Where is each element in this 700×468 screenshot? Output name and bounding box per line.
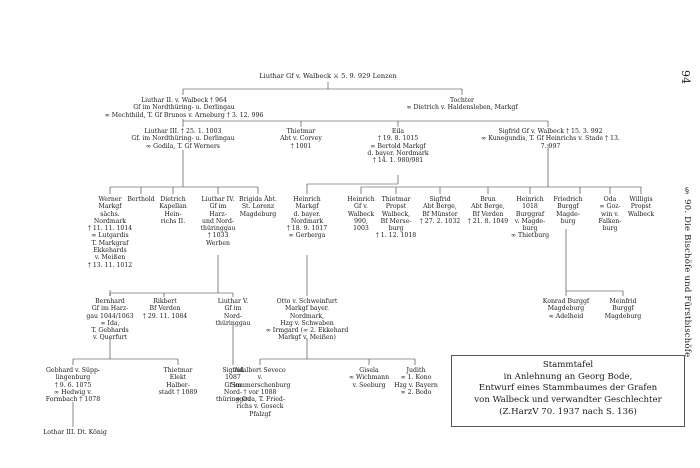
node-willigis: Willigis Propst Walbeck bbox=[627, 196, 655, 218]
node-eila: Eila † 19. 8. 1015 ∞ Bertold Markgf d. b… bbox=[367, 128, 429, 165]
node-sigfrid-abt: Sigfrid Abt Berge, Bf Münster † 27. 2. 1… bbox=[419, 196, 461, 225]
node-gisela: Gisela ∞ Wichmann v. Seeburg bbox=[348, 367, 390, 389]
caption-box: Stammtafel in Anlehnung an Georg Bode, E… bbox=[451, 355, 685, 427]
running-head: § 90. Die Bischöfe und Fürstbischöfe bbox=[682, 186, 692, 358]
node-friedrich: Friedrich Burggf Magde- burg bbox=[553, 196, 583, 225]
node-konrad: Konrad Burggf Magdeburg ∞ Adelheid bbox=[542, 298, 590, 320]
node-brun: Brun Abt Berge, Bf Verden † 21. 8. 1049 bbox=[467, 196, 509, 225]
node-liuthar-iv: Liuthar IV. Gf im Harz- und Nord- thürin… bbox=[200, 196, 236, 247]
node-meinfrid: Meinfrid Burggf Magdeburg bbox=[604, 298, 642, 320]
node-liuthar-iii: Liuthar III. † 25. 1. 1003 Gf. im Nordth… bbox=[131, 128, 235, 150]
node-brigida: Brigida Äbt. St. Lorenz Magdeburg bbox=[239, 196, 277, 218]
node-heinrich-walbeck: Heinrich Gf v. Walbeck 990, 1003 bbox=[347, 196, 375, 233]
node-adalbert: Adalbert Seveco v. Sommerschenburg † vor… bbox=[231, 367, 291, 418]
node-werner: Werner Markgf sächs. Nordmark † 11. 11. … bbox=[87, 196, 133, 269]
node-thietmar-elekt: Thietmar Elekt Halber- stadt † 1089 bbox=[158, 367, 198, 396]
node-sigfrid-1087: Sigfrid 1087 Gf im Nord- thüringgau bbox=[216, 367, 251, 404]
node-heinrich-markgf: Heinrich Markgf d. bayer. Nordmark † 18.… bbox=[286, 196, 328, 240]
node-dietrich: Dietrich Kapellan Hein- richs II. bbox=[159, 196, 187, 225]
node-bernhard: Bernhard Gf im Harz- gau 1044/1063 ∞ Ida… bbox=[86, 298, 134, 342]
node-liuthar: Liuthar Gf v. Walbeck ⚔ 5. 9. 929 Lenzen bbox=[259, 72, 397, 80]
node-oda: Oda ∞ Goz- win v. Falken- burg bbox=[598, 196, 622, 233]
node-judith: Judith ∞ 1. Kono Hzg v. Bayern ∞ 2. Bodo bbox=[394, 367, 438, 396]
node-berthold: Berthold bbox=[127, 196, 155, 203]
node-thietmar-corvey: Thietmar Abt v. Corvey † 1001 bbox=[280, 128, 322, 150]
node-heinrich-burggf: Heinrich 1018 Burggraf v. Magde- burg ∞ … bbox=[510, 196, 550, 240]
node-thietmar-propst: Thietmar Propst Walbeck, Bf Merse- burg … bbox=[375, 196, 417, 240]
node-tochter: Tochter ∞ Dietrich v. Haldensleben, Mark… bbox=[406, 97, 518, 112]
node-rikbert: Rikbert Bf Verden † 29. 11. 1084 bbox=[142, 298, 188, 320]
page-number: 94 bbox=[679, 70, 692, 84]
node-lothar-iii: Lothar III. Dt. König bbox=[43, 429, 107, 436]
node-liuthar-v: Liuthar V. Gf im Nord- thüringgau bbox=[215, 298, 251, 327]
node-gebhard: Gebhard v. Süpp- lingenburg † 9. 6. 1075… bbox=[45, 367, 101, 404]
node-sigfrid-walbeck: Sigfrid Gf v. Walbeck † 15. 3. 992 ∞ Kun… bbox=[481, 128, 620, 150]
node-otto-schweinfurt: Otto v. Schweinfurt Markgf bayer. Nordma… bbox=[265, 298, 349, 342]
node-liuthar-ii: Liuthar II. v. Walbeck † 964 Gf im Nordt… bbox=[104, 97, 264, 119]
